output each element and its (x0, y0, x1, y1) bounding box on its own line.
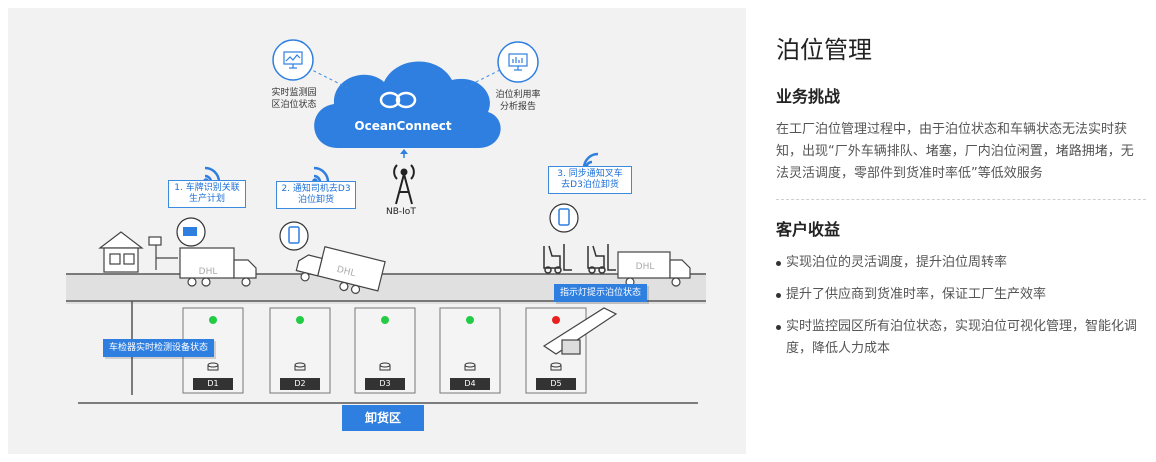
content-panel: 泊位管理 业务挑战 在工厂泊位管理过程中，由于泊位状态和车辆状态无法实时获知，出… (776, 30, 1146, 370)
truck-icon (617, 251, 691, 287)
report-node-label: 泊位利用率分析报告 (495, 90, 541, 112)
uplink-arrow-head (400, 149, 408, 154)
loading-ramp-icon (542, 307, 618, 355)
cloud-label: OceanConnect (354, 119, 452, 133)
vehicle-sensor-icon (464, 362, 476, 371)
diagram-canvas (66, 39, 706, 404)
slot-label-d2: D2 (280, 378, 320, 390)
vehicle-detector-tag: 车检器实时检测设备状态 (103, 339, 215, 357)
driver-phone-node (279, 221, 309, 251)
vehicle-sensor-icon (550, 362, 562, 371)
page-title: 泊位管理 (776, 36, 872, 64)
cloud-logo-icon (379, 91, 417, 109)
barrier-camera-icon (148, 236, 178, 270)
truck-brand-left: DHL (198, 267, 218, 277)
challenge-heading: 业务挑战 (776, 87, 841, 106)
slot-label-d1: D1 (193, 378, 233, 390)
nb-iot-label: NB-IoT (386, 207, 416, 217)
truck-icon (295, 246, 386, 294)
vehicle-sensor-icon (379, 362, 391, 371)
vehicle-sensor-icon (294, 362, 306, 371)
callout-step-3: 3. 同步通知叉车去D3泊位卸货 (548, 166, 632, 194)
monitor-node-label: 实时监测园区泊位状态 (271, 88, 317, 110)
gatehouse-icon (98, 231, 144, 273)
unloading-zone-label: 卸货区 (342, 405, 424, 431)
slot-label-d5: D5 (536, 378, 576, 390)
phone-icon (288, 226, 300, 244)
status-light-d1 (209, 316, 217, 324)
slot-label-d3: D3 (365, 378, 405, 390)
report-node (497, 41, 539, 83)
challenge-text: 在工厂泊位管理过程中，由于泊位状态和车辆状态无法实时获知，出现“厂外车辆排队、堵… (776, 122, 1134, 181)
forklift-phone-node (549, 203, 579, 233)
section-divider (776, 199, 1146, 200)
benefit-heading: 客户收益 (776, 220, 841, 239)
cloud-shape (314, 61, 501, 148)
benefit-item: 实现泊位的灵活调度，提升泊位周转率 (776, 252, 1146, 274)
nb-iot-tower-icon (393, 164, 415, 205)
indicator-light-tag: 指示灯提示泊位状态 (554, 284, 648, 302)
benefit-list: 实现泊位的灵活调度，提升泊位周转率 提升了供应商到货准时率，保证工厂生产效率 实… (776, 252, 1146, 360)
connector-right (463, 69, 501, 89)
connector-left (307, 67, 349, 89)
truck-icon (179, 247, 257, 287)
truck-brand-right: DHL (635, 262, 655, 272)
status-light-d2 (296, 316, 304, 324)
diagram-panel: DHL DHL DHL OceanConnect 实时监测园区泊位状态 泊位利用… (8, 8, 746, 454)
phone-icon (558, 208, 570, 226)
slot-label-d4: D4 (450, 378, 490, 390)
report-chart-icon (508, 53, 528, 71)
monitor-chart-icon (283, 51, 303, 69)
benefit-item: 实时监控园区所有泊位状态，实现泊位可视化管理，智能化调度，降低人力成本 (776, 316, 1146, 360)
forklift-icon (587, 244, 616, 274)
status-light-d4 (466, 316, 474, 324)
benefit-item: 提升了供应商到货准时率，保证工厂生产效率 (776, 284, 1146, 306)
camera-icon (183, 227, 197, 236)
forklift-icon (543, 244, 572, 274)
callout-step-1: 1. 车牌识别关联生产计划 (168, 180, 246, 208)
status-light-d5 (552, 316, 560, 324)
status-light-d3 (381, 316, 389, 324)
vehicle-sensor-icon (207, 362, 219, 371)
